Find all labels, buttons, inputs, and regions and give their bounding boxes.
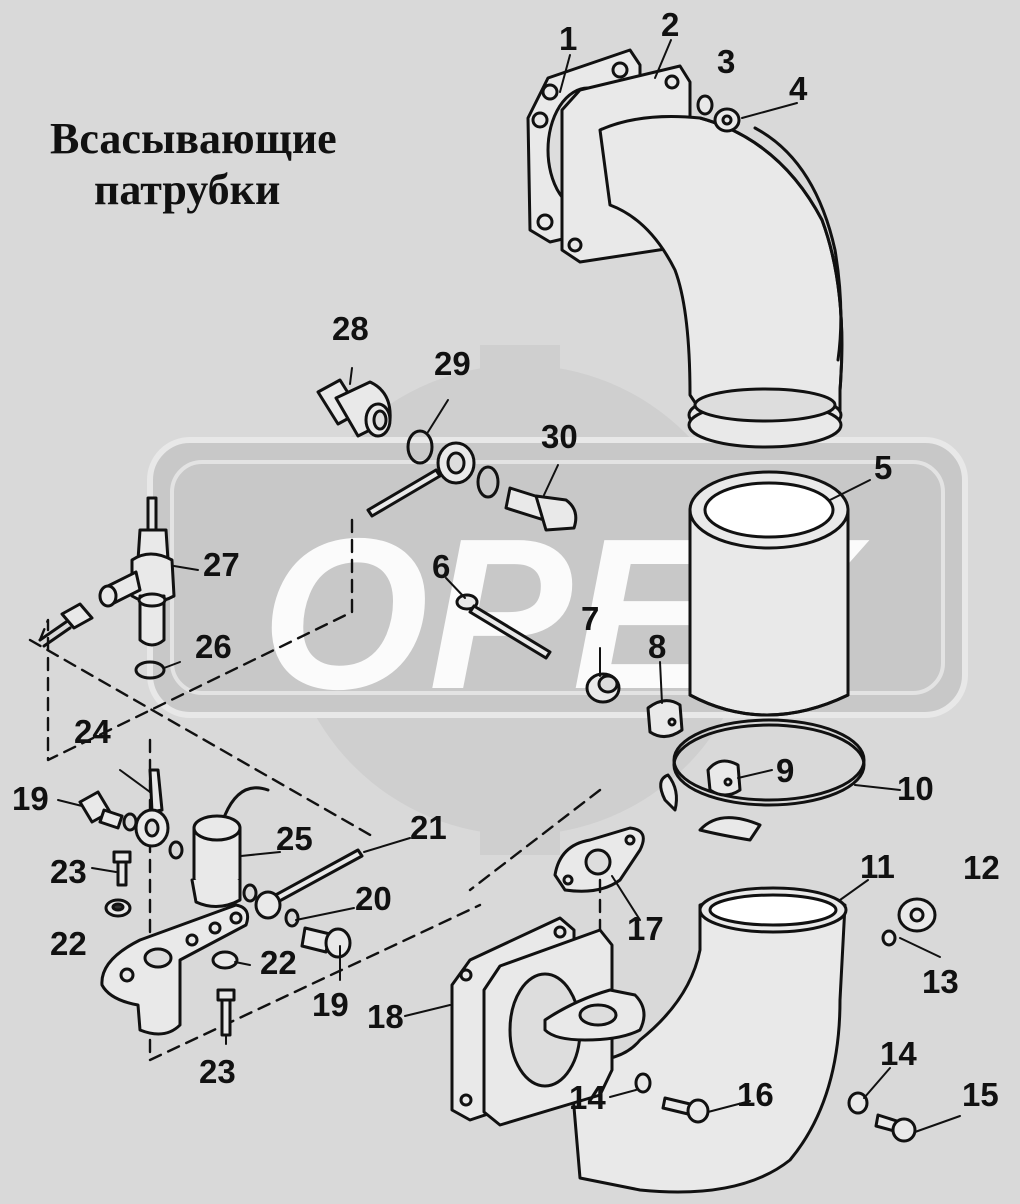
- callout-5: 5: [874, 449, 893, 486]
- part-13-washer: [881, 929, 897, 947]
- callout-16: 16: [737, 1076, 774, 1113]
- part-12-nut: [897, 897, 937, 933]
- callout-1: 1: [559, 20, 578, 57]
- callout-30: 30: [541, 418, 578, 455]
- callout-4: 4: [789, 70, 808, 107]
- part-26-o-ring: [134, 660, 166, 680]
- part-29-o-ring: [406, 429, 434, 465]
- part-19b-bolt: [300, 926, 352, 959]
- callout-2: 2: [661, 6, 680, 43]
- callout-21: 21: [410, 809, 447, 846]
- callout-14a: 14: [569, 1079, 606, 1116]
- part-19a-bolt: [78, 790, 124, 830]
- part-14b-washer: [847, 1091, 869, 1115]
- part-27-tee-fitting: [98, 496, 176, 647]
- leader-lines: [57, 39, 961, 1133]
- o-ring-30: [476, 465, 500, 499]
- callout-6: 6: [432, 548, 451, 585]
- callout-20: 20: [355, 880, 392, 917]
- callout-19a: 19: [12, 780, 49, 817]
- callout-24: 24: [74, 713, 111, 750]
- callout-29: 29: [434, 345, 471, 382]
- part-4-nut: [713, 107, 741, 133]
- diagram-title-line2: патрубки: [94, 165, 281, 214]
- part-21-tube: [254, 848, 364, 920]
- part-30-banjo-bolt: [504, 486, 578, 532]
- part-17-gasket: [553, 826, 645, 893]
- part-3-washer: [696, 94, 714, 116]
- callout-13: 13: [922, 963, 959, 1000]
- callout-14b: 14: [880, 1035, 917, 1072]
- callout-8: 8: [648, 628, 667, 665]
- callout-11: 11: [860, 848, 895, 885]
- small-o-rings: [122, 812, 300, 928]
- part-15-bolt: [874, 1113, 917, 1143]
- bracket-plate: [100, 903, 250, 1036]
- part-23b-bolt: [216, 988, 236, 1037]
- callout-27: 27: [203, 546, 240, 583]
- part-16-bolt: [661, 1096, 710, 1124]
- part-10-clamp: [659, 718, 866, 842]
- part-7-spacer: [585, 672, 621, 704]
- callout-10: 10: [897, 770, 934, 807]
- part-28-fitting: [316, 378, 392, 438]
- part-18-flange: [450, 916, 646, 1127]
- part-25-sensor: [190, 786, 270, 908]
- callout-25: 25: [276, 820, 313, 857]
- part-11-lower-elbow: [568, 886, 848, 1194]
- part-6-bolt: [455, 593, 552, 660]
- part-24-banjo: [134, 768, 170, 848]
- part-8-clamp-nut: [646, 699, 684, 738]
- callout-26: 26: [195, 628, 232, 665]
- callout-7: 7: [581, 600, 600, 637]
- part-23a-bolt: [112, 850, 132, 887]
- callout-22a: 22: [50, 925, 87, 962]
- callout-19b: 19: [312, 986, 349, 1023]
- callout-28: 28: [332, 310, 369, 347]
- part-5-hose: [688, 470, 850, 717]
- callout-9: 9: [776, 752, 795, 789]
- callout-3: 3: [717, 43, 736, 80]
- part-14a-washer: [634, 1072, 652, 1094]
- part-22b-washer: [211, 950, 239, 970]
- callout-12: 12: [963, 849, 1000, 886]
- part-9-trunnion: [706, 759, 742, 797]
- callout-23a: 23: [50, 853, 87, 890]
- callout-17: 17: [627, 910, 664, 947]
- banjo-tube: [366, 441, 476, 518]
- nut-fitting-left: [38, 602, 94, 648]
- callout-15: 15: [962, 1076, 999, 1113]
- part-2-elbow-pipe: [560, 64, 844, 449]
- callout-23b: 23: [199, 1053, 236, 1090]
- callout-18: 18: [367, 998, 404, 1035]
- part-22a-washer: [104, 898, 132, 918]
- diagram-title-line1: Всасывающие: [50, 114, 337, 163]
- callout-22b: 22: [260, 944, 297, 981]
